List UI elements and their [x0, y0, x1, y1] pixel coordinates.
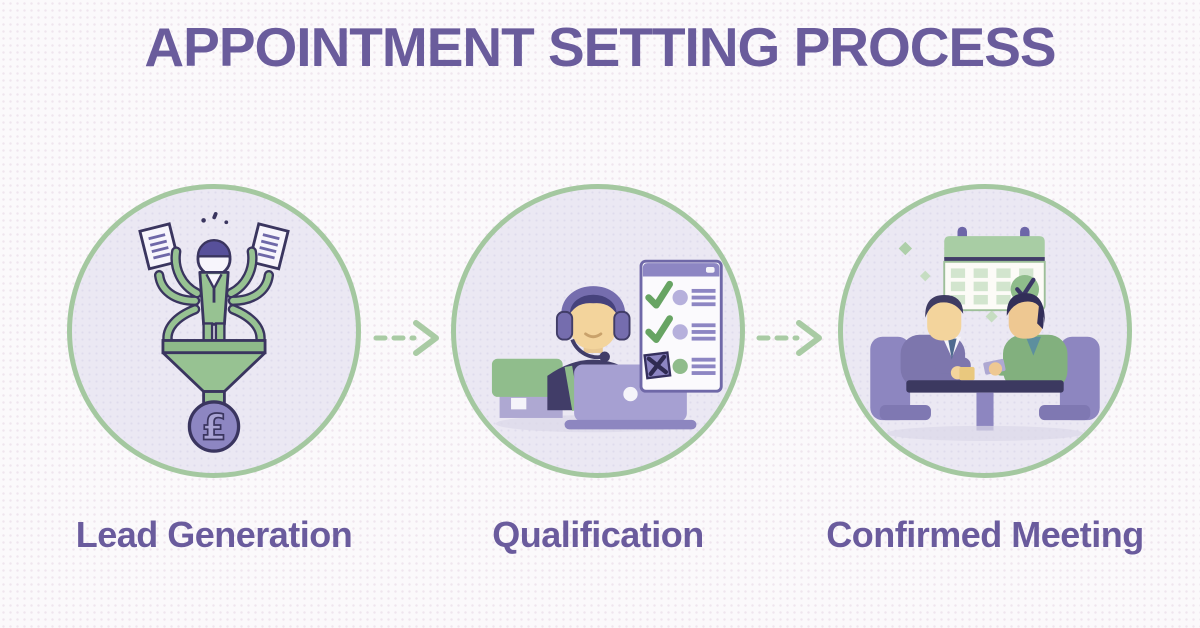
step-lead-generation: £ Lead Generation — [67, 184, 361, 555]
step-label-qualification: Qualification — [492, 514, 704, 555]
cup-icon — [959, 367, 975, 381]
multitasking-arms — [153, 246, 275, 347]
confirmed-meeting-circle — [838, 184, 1132, 478]
pound-coin-icon: £ — [187, 400, 241, 453]
document-icon — [247, 222, 290, 271]
qualification-agent-checklist-icon — [491, 259, 723, 433]
document-icon — [138, 222, 181, 271]
pound-symbol: £ — [202, 408, 227, 449]
step-label-confirmed-meeting: Confirmed Meeting — [826, 514, 1144, 555]
confetti-sparks — [201, 212, 229, 225]
confirmed-meeting-calendar-icon — [870, 226, 1100, 441]
page-title: APPOINTMENT SETTING PROCESS — [144, 16, 1056, 78]
headset-icon — [555, 286, 631, 363]
person-figure — [196, 239, 232, 343]
right-person-figure — [983, 293, 1100, 421]
step-qualification: Qualification — [451, 184, 745, 555]
sales-funnel-icon — [161, 339, 267, 408]
lead-generation-circle: £ — [67, 184, 361, 478]
step-label-lead-generation: Lead Generation — [75, 514, 353, 555]
qualification-circle — [451, 184, 745, 478]
step-confirmed-meeting: Confirmed Meeting — [826, 184, 1144, 555]
qualification-checklist-icon — [639, 259, 723, 393]
meeting-table — [886, 380, 1084, 441]
flow-arrow-icon — [373, 320, 439, 356]
left-person-figure — [870, 294, 975, 421]
lead-generation-funnel-icon: £ — [138, 212, 290, 453]
flow-arrow-icon — [756, 320, 822, 356]
